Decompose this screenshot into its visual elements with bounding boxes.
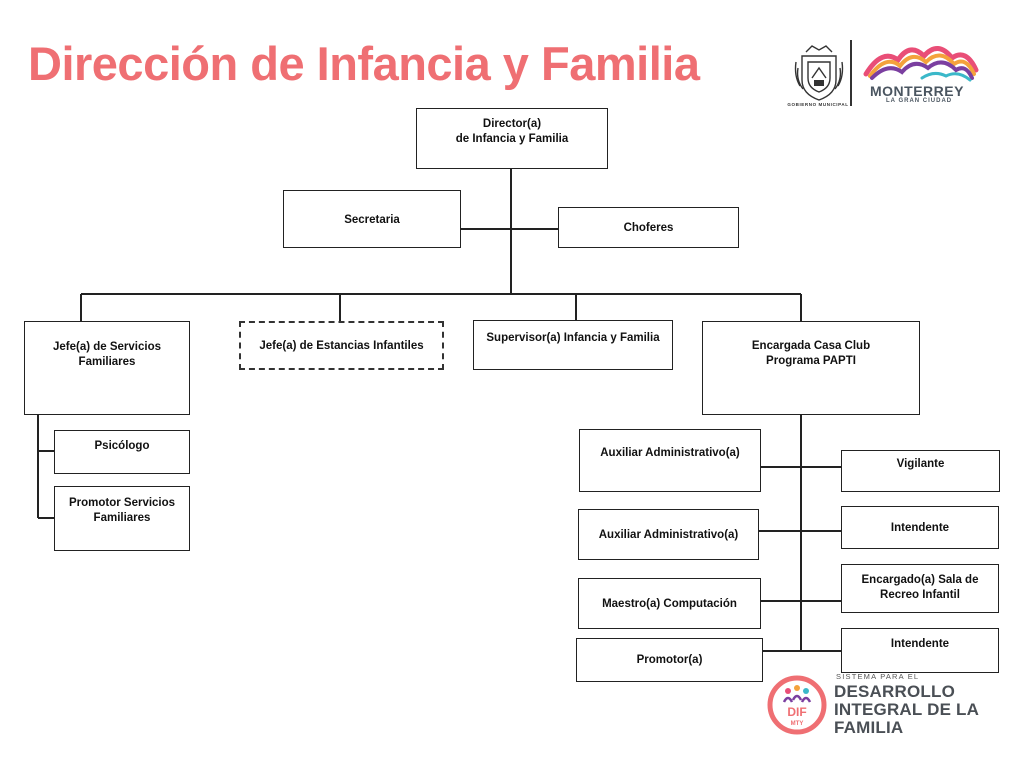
monterrey-logo: GOBIERNO MUNICIPAL MONTERREY LA GRAN CIU… [786, 36, 986, 110]
maestro-computacion-box: Maestro(a) Computación [578, 578, 761, 629]
auxiliar-administrativo-2-box: Auxiliar Administrativo(a) [578, 509, 759, 560]
encargada-casa-club-box: Encargada Casa Club Programa PAPTI [702, 321, 920, 415]
page-title: Dirección de Infancia y Familia [28, 37, 700, 90]
supervisor-infancia-box: Supervisor(a) Infancia y Familia [473, 320, 673, 370]
logo-divider [850, 40, 852, 106]
city-name: MONTERREY [870, 83, 964, 99]
psicologo-box: Psicólogo [54, 430, 190, 474]
dif-line-1: DESARROLLO [834, 682, 955, 701]
encargado-sala-recreo-box: Encargado(a) Sala de Recreo Infantil [841, 564, 999, 613]
monterrey-mountains-icon [863, 46, 979, 82]
choferes-box: Choferes [558, 207, 739, 248]
jefe-estancias-infantiles-box: Jefe(a) de Estancias Infantiles [239, 321, 444, 370]
municipio-caption: GOBIERNO MUNICIPAL [787, 102, 849, 107]
director-box: Director(a) de Infancia y Familia [416, 108, 608, 169]
coat-of-arms-icon [794, 45, 844, 101]
jefe-servicios-familiares-box: Jefe(a) de Servicios Familiares [24, 321, 190, 415]
dif-badge-text: DIF [787, 705, 806, 719]
dif-family-icon: DIF MTY [767, 675, 827, 735]
promotor-servicios-familiares-box: Promotor Servicios Familiares [54, 486, 190, 551]
intendente-2-box: Intendente [841, 628, 999, 673]
dif-sistema-text: SISTEMA PARA EL [836, 672, 920, 681]
secretaria-box: Secretaria [283, 190, 461, 248]
promotor-box: Promotor(a) [576, 638, 763, 682]
dif-line-2: INTEGRAL DE LA [834, 700, 980, 719]
auxiliar-administrativo-1-box: Auxiliar Administrativo(a) [579, 429, 761, 492]
vigilante-box: Vigilante [841, 450, 1000, 492]
dif-logo: DIF MTY SISTEMA PARA EL DESARROLLO INTEG… [766, 672, 1016, 762]
dif-line-3: FAMILIA [834, 718, 904, 737]
intendente-1-box: Intendente [841, 506, 999, 549]
city-tagline: LA GRAN CIUDAD [886, 98, 953, 104]
dif-badge-subtext: MTY [791, 721, 804, 727]
